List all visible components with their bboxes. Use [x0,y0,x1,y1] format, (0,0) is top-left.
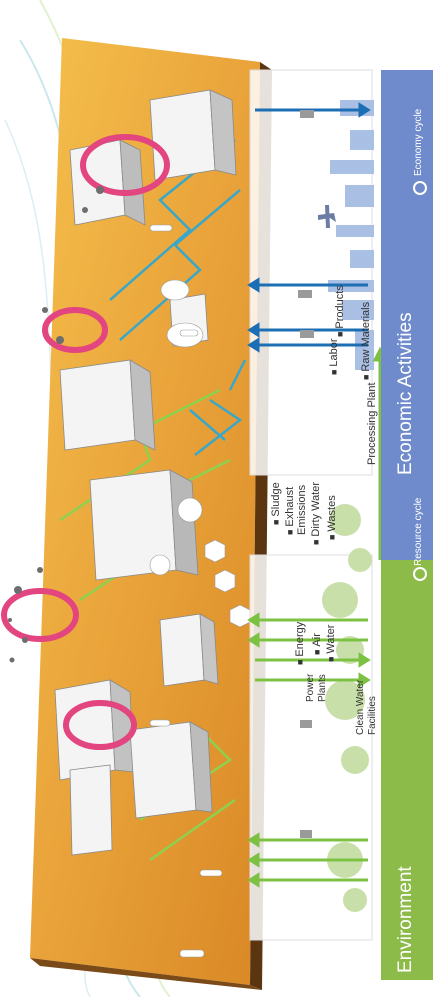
pipe-network [109,139,247,456]
economy-title: Economic Activities [395,312,416,475]
raw-materials-label: Raw Materials [360,302,372,380]
cycle-rings [1,134,170,750]
city-skyline [328,100,374,370]
dirty-water-label: Dirty Water [310,482,322,545]
wastes-label: Wastes [326,495,338,540]
economy-cycle-label: Economy cycle [413,108,424,176]
economy-cycle-icon [413,181,427,195]
bands [381,70,433,980]
smoke-dots [8,186,104,663]
clean-water-label: Clean Water Facilities [355,679,378,735]
exhaust-label: Exhaust Emissions [284,475,308,535]
environment-title: Environment [395,866,416,973]
products-label: Products [334,285,346,337]
economy-band [381,70,433,560]
labor-label: Labor [328,338,340,375]
environment-band [381,560,433,980]
airplane-icon [318,205,336,228]
people [149,224,223,958]
recycle-icons [413,181,427,581]
processing-plant-label: Processing Plant [366,382,378,465]
air-label: Air [311,633,323,655]
sludge-label: Sludge [270,482,282,525]
hexagon-icons [204,539,251,628]
resource-cycle-label: Resource cycle [413,497,424,566]
power-plants-label: Power Plants [305,673,328,702]
resource-cycle-icon [413,567,427,581]
factory-icons [298,110,314,838]
